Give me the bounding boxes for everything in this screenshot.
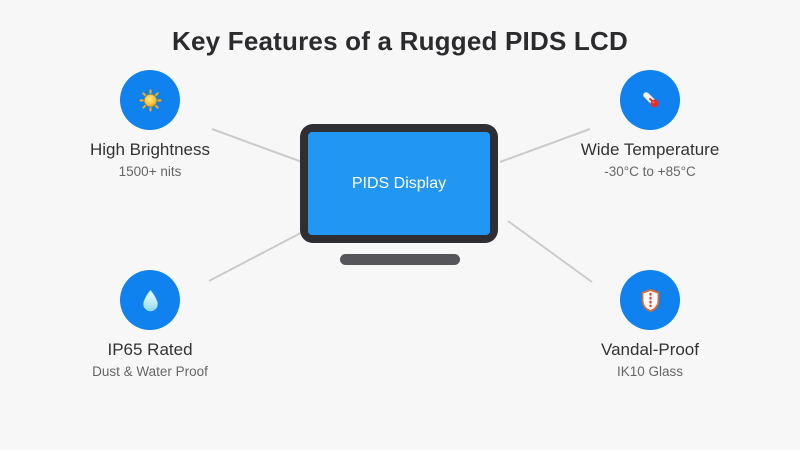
feature-vandal-proof: Vandal-Proof IK10 Glass [540, 270, 760, 379]
feature-subtitle-ip65-rated: Dust & Water Proof [92, 363, 208, 379]
feature-subtitle-vandal-proof: IK10 Glass [616, 363, 684, 379]
pids-monitor-label: PIDS Display [351, 174, 447, 192]
feature-title-ip65-rated: IP65 Rated [107, 340, 193, 359]
pids-monitor: PIDS Display [300, 124, 498, 243]
connector-line-bottom-left [208, 225, 315, 282]
feature-ip65-rated: IP65 Rated Dust & Water Proof [40, 270, 260, 379]
feature-circle-high-brightness [120, 70, 180, 130]
feature-title-vandal-proof: Vandal-Proof [601, 340, 699, 359]
connector-line-bottom-right [507, 220, 593, 283]
connector-line-top-right [499, 128, 591, 163]
feature-wide-temperature: Wide Temperature -30°C to +85°C [540, 70, 760, 179]
feature-subtitle-wide-temperature: -30°C to +85°C [604, 163, 696, 179]
pids-monitor-stand [340, 254, 460, 265]
shield-icon [641, 288, 659, 312]
sun-icon [138, 88, 162, 112]
feature-circle-ip65-rated [120, 270, 180, 330]
feature-circle-vandal-proof [620, 270, 680, 330]
page-title: Key Features of a Rugged PIDS LCD [172, 26, 628, 56]
feature-title-high-brightness: High Brightness [89, 140, 210, 159]
feature-title-wide-temperature: Wide Temperature [580, 140, 720, 159]
pids-monitor-screen: PIDS Display [308, 132, 490, 235]
thermometer-icon [642, 91, 658, 107]
feature-high-brightness: High Brightness 1500+ nits [40, 70, 260, 179]
feature-circle-wide-temperature [620, 70, 680, 130]
water-drop-icon [142, 289, 158, 311]
connector-line-top-left [211, 128, 303, 163]
feature-subtitle-high-brightness: 1500+ nits [118, 163, 182, 179]
